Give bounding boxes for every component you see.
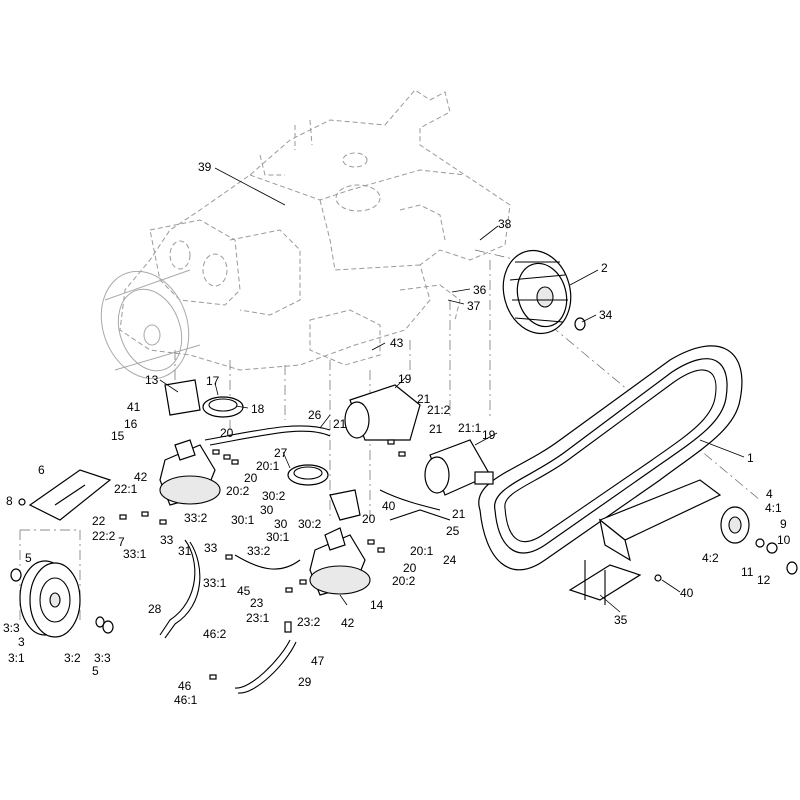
callout-28: 28 — [148, 602, 162, 616]
callout-22: 22 — [92, 514, 106, 528]
callout-30-b: 30 — [274, 517, 288, 531]
callout-20-c: 20 — [362, 512, 376, 526]
bracket-assembly — [568, 479, 798, 605]
callout-23-2: 23:2 — [297, 615, 321, 629]
frame-phantom — [100, 89, 511, 380]
callout-33-1-b: 33:1 — [203, 576, 227, 590]
callout-16: 16 — [124, 417, 138, 431]
callout-30-2-a: 30:2 — [262, 489, 286, 503]
callout-29: 29 — [298, 675, 312, 689]
callout-24: 24 — [443, 553, 457, 567]
callout-47: 47 — [311, 654, 325, 668]
callout-21-1: 21:1 — [458, 421, 482, 435]
callout-19-right: 19 — [482, 428, 496, 442]
callout-30-1-a: 30:1 — [231, 513, 255, 527]
callout-39: 39 — [198, 160, 212, 174]
callout-21-b: 21 — [429, 422, 443, 436]
callout-20-1-b: 20:1 — [410, 544, 434, 558]
callout-46-2: 46:2 — [203, 627, 227, 641]
callout-7: 7 — [118, 535, 125, 549]
fittings — [119, 439, 406, 680]
callout-10: 10 — [777, 533, 791, 547]
callout-40-b: 40 — [680, 586, 694, 600]
callout-9: 9 — [780, 517, 787, 531]
callout-18: 18 — [251, 402, 265, 416]
callout-20-b: 20 — [244, 471, 258, 485]
callout-31: 31 — [178, 544, 192, 558]
callout-46-1: 46:1 — [174, 693, 198, 707]
callout-21-2: 21:2 — [427, 403, 451, 417]
callout-3-1: 3:1 — [8, 651, 25, 665]
callout-27: 27 — [274, 446, 288, 460]
cooling-fans — [202, 396, 329, 486]
callout-labels: 1 2 3 3:1 3:2 3:3 3:3 4 4:1 4:2 5 5 6 7 … — [3, 160, 791, 707]
callout-45: 45 — [237, 584, 251, 598]
callout-43: 43 — [390, 336, 404, 350]
callout-20-a: 20 — [220, 426, 234, 440]
callout-21-a: 21 — [417, 392, 431, 406]
callout-23-1: 23:1 — [246, 611, 270, 625]
callout-46: 46 — [178, 679, 192, 693]
callout-20-2-b: 20:2 — [392, 574, 416, 588]
callout-20-d: 20 — [403, 561, 417, 575]
callout-4: 4 — [766, 487, 773, 501]
callout-23: 23 — [250, 596, 264, 610]
callout-8: 8 — [6, 494, 13, 508]
callout-17: 17 — [206, 374, 220, 388]
callout-3-2: 3:2 — [64, 651, 81, 665]
callout-25: 25 — [446, 524, 460, 538]
callout-5-top: 5 — [25, 551, 32, 565]
callout-1: 1 — [747, 451, 754, 465]
hydraulic-hoses — [159, 425, 451, 694]
callout-3-3-left: 3:3 — [3, 621, 20, 635]
callout-22-2: 22:2 — [92, 529, 116, 543]
callout-13: 13 — [145, 373, 159, 387]
idler-pulley — [10, 498, 114, 638]
callout-35: 35 — [614, 613, 628, 627]
callout-40-a: 40 — [382, 499, 396, 513]
callout-42-b: 42 — [341, 616, 355, 630]
callout-20-1-a: 20:1 — [256, 459, 280, 473]
callout-22-1: 22:1 — [114, 482, 138, 496]
callout-33-2-a: 33:2 — [184, 511, 208, 525]
callout-34: 34 — [599, 308, 613, 322]
callout-41: 41 — [127, 400, 141, 414]
callout-5-bottom: 5 — [92, 664, 99, 678]
callout-3: 3 — [18, 635, 25, 649]
callout-4-2: 4:2 — [702, 551, 719, 565]
callout-33-b: 33 — [204, 541, 218, 555]
callout-12: 12 — [757, 573, 771, 587]
callout-21-d: 21 — [452, 507, 466, 521]
leader-lines — [159, 167, 745, 613]
drive-belt — [478, 345, 743, 571]
callout-14: 14 — [370, 598, 384, 612]
callout-30-1-b: 30:1 — [266, 530, 290, 544]
callout-20-2-a: 20:2 — [226, 484, 250, 498]
callout-2: 2 — [601, 261, 608, 275]
callout-26: 26 — [308, 408, 322, 422]
callout-30-a: 30 — [260, 503, 274, 517]
drive-wheel — [502, 249, 586, 335]
callout-42-a: 42 — [134, 470, 148, 484]
hydraulic-pumps — [159, 439, 371, 596]
callout-30-2-b: 30:2 — [298, 517, 322, 531]
hydraulic-motors — [344, 384, 494, 496]
callout-21-c: 21 — [333, 417, 347, 431]
callout-19-top: 19 — [398, 372, 412, 386]
callout-4-1: 4:1 — [765, 501, 782, 515]
callout-15: 15 — [111, 429, 125, 443]
callout-38: 38 — [498, 217, 512, 231]
callout-33-2-b: 33:2 — [247, 544, 271, 558]
callout-33-a: 33 — [160, 533, 174, 547]
callout-33-1-a: 33:1 — [123, 547, 147, 561]
callout-6: 6 — [38, 463, 45, 477]
callout-11: 11 — [741, 565, 754, 579]
callout-3-3-right: 3:3 — [94, 651, 111, 665]
callout-36: 36 — [473, 283, 487, 297]
callout-37: 37 — [467, 299, 481, 313]
